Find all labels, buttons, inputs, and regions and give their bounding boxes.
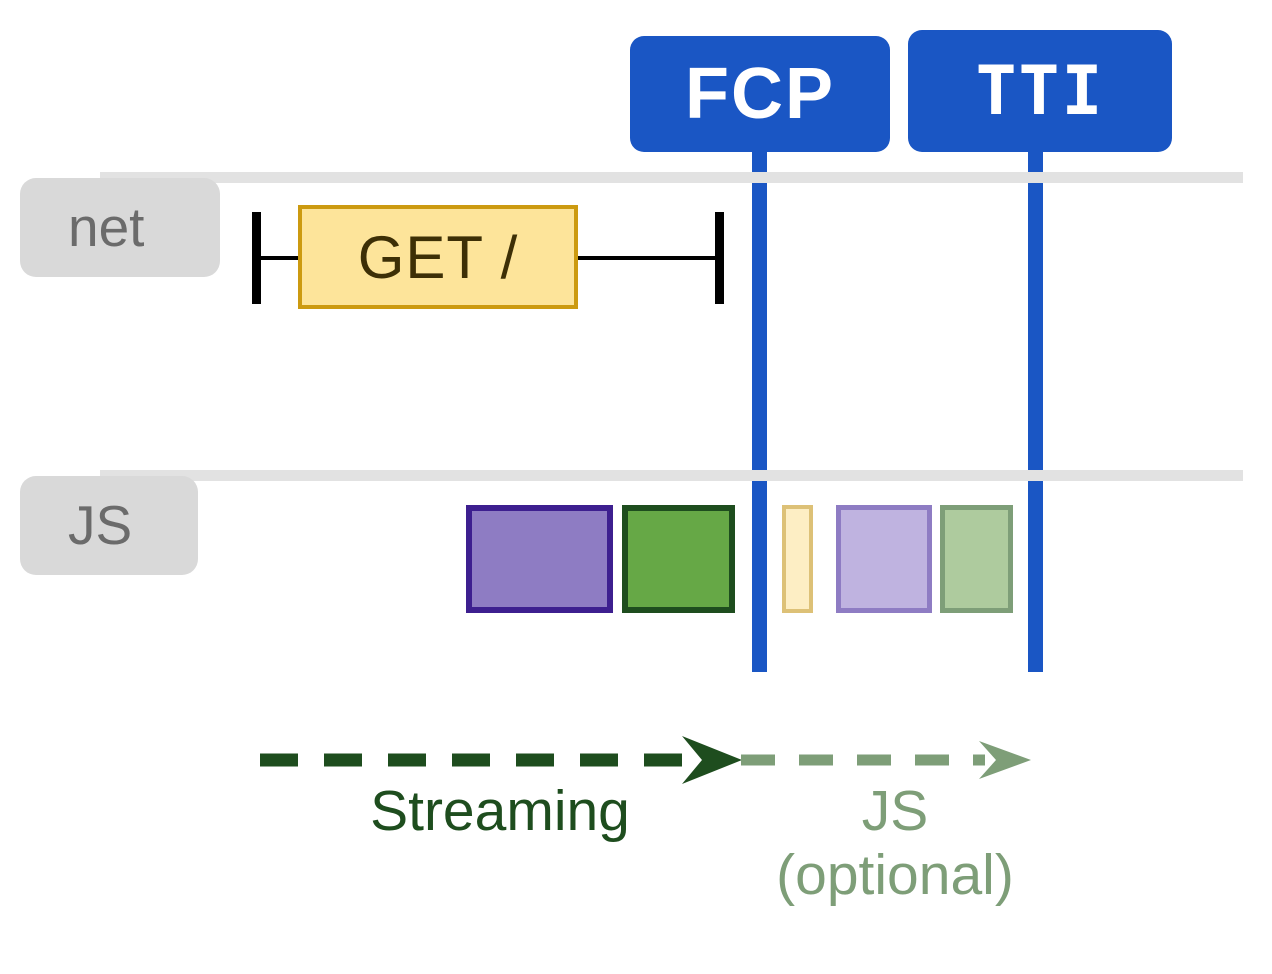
js-task-block-3[interactable] — [782, 505, 813, 613]
js-task-block-1[interactable] — [466, 505, 613, 613]
marker-badge-fcp-label: FCP — [685, 54, 835, 134]
track-rule-net — [100, 172, 1243, 183]
request-bar-label: GET / — [357, 223, 519, 291]
track-pill-js: JS — [20, 476, 198, 575]
js-task-block-2[interactable] — [622, 505, 735, 613]
request-whisker-end-cap — [715, 212, 724, 304]
marker-badge-fcp[interactable]: FCP — [630, 36, 890, 152]
request-whisker-start-cap — [252, 212, 261, 304]
marker-badge-tti[interactable]: TTI — [908, 30, 1172, 152]
track-label-js: JS — [68, 494, 133, 556]
marker-line-fcp — [752, 146, 767, 672]
phase-arrow-streaming — [260, 736, 742, 784]
request-whisker-right-line — [576, 256, 720, 260]
phase-label-streaming: Streaming — [370, 779, 630, 843]
js-task-block-4[interactable] — [836, 505, 932, 613]
request-whisker-left-line — [258, 256, 302, 260]
track-label-net: net — [68, 196, 145, 258]
phase-label-js-optional: JS (optional) — [776, 779, 1014, 907]
js-task-block-5[interactable] — [940, 505, 1013, 613]
track-rule-js — [100, 470, 1243, 481]
marker-line-tti — [1028, 146, 1043, 672]
phase-arrow-js-optional — [741, 741, 1031, 779]
marker-badge-tti-label: TTI — [975, 51, 1105, 131]
request-bar-get-root[interactable]: GET / — [298, 205, 578, 309]
track-pill-net: net — [20, 178, 220, 277]
